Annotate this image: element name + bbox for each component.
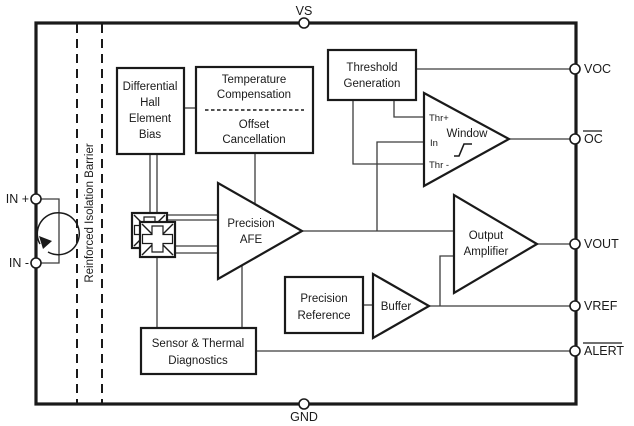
- output-amplifier-triangle: [452, 193, 540, 295]
- threshold-gen-label-2: Generation: [344, 78, 401, 90]
- output-amplifier: Output Amplifier: [452, 193, 540, 295]
- in-minus-pin-label: IN -: [9, 256, 29, 270]
- block-threshold-gen: Threshold Generation: [326, 48, 418, 102]
- sensor-diagnostics-label-2: Diagnostics: [168, 355, 228, 367]
- temp-comp-label-4: Cancellation: [222, 134, 285, 146]
- current-arc: [36, 211, 81, 256]
- hall-element-icon: [130, 211, 177, 259]
- vs-pin-label: VS: [296, 4, 313, 18]
- vref-pin: [569, 300, 581, 312]
- temp-comp-label-2: Compensation: [217, 89, 291, 101]
- gnd-pin-label: GND: [290, 410, 318, 424]
- isolation-barrier: Reinforced Isolation Barrier: [76, 24, 103, 403]
- precision-afe-triangle: [216, 181, 305, 281]
- hall-bias-label-2: Hall: [140, 97, 160, 109]
- precision-reference-label-1: Precision: [300, 293, 347, 305]
- wire-threshold-thrminus: [352, 100, 424, 165]
- block-precision-reference: Precision Reference: [283, 275, 365, 335]
- threshold-gen-label-1: Threshold: [346, 62, 397, 74]
- window-input-thr-plus: Thr+: [429, 113, 449, 124]
- vout-pin: [569, 238, 581, 250]
- in-plus-pin-label: IN +: [6, 192, 29, 206]
- sensor-diagnostics-label-1: Sensor & Thermal: [152, 338, 244, 350]
- window-comparator-triangle: [422, 91, 512, 188]
- threshold-gen-box: [326, 48, 418, 102]
- hysteresis-icon: [454, 143, 472, 157]
- precision-afe-label-1: Precision: [227, 218, 274, 230]
- sensor-diagnostics-box: [139, 326, 258, 376]
- buffer-label: Buffer: [381, 301, 412, 313]
- buffer: Buffer: [371, 272, 432, 340]
- hall-bias-label-1: Differential: [123, 81, 178, 93]
- hall-bias-box: [115, 66, 186, 156]
- block-hall-bias: Differential Hall Element Bias: [115, 66, 186, 156]
- isolation-barrier-label: Reinforced Isolation Barrier: [84, 143, 96, 283]
- output-amplifier-label-1: Output: [469, 230, 504, 242]
- precision-reference-label-2: Reference: [297, 310, 350, 322]
- window-comparator: Thr+ In Thr - Window: [422, 91, 512, 188]
- hall-bias-label-3: Element: [129, 113, 172, 125]
- alert-pin: [569, 345, 581, 357]
- vout-pin-label: VOUT: [584, 237, 619, 251]
- hall-plate-front: [138, 220, 177, 259]
- wire-threshold-thrplus: [393, 100, 424, 118]
- pins: VS GND IN + IN - VOC OC VOUT VREF ALERT: [6, 4, 625, 424]
- wire-vref-outputamp: [439, 255, 454, 306]
- temp-comp-label-1: Temperature: [222, 74, 287, 86]
- voc-pin-label: VOC: [584, 62, 611, 76]
- current-arrow-icon: [39, 236, 52, 249]
- window-input-thr-minus: Thr -: [429, 160, 449, 171]
- hall-bias-label-4: Bias: [139, 129, 162, 141]
- precision-reference-box: [283, 275, 365, 335]
- voc-pin: [569, 63, 581, 75]
- precision-afe-label-2: AFE: [240, 234, 263, 246]
- oc-pin: [569, 133, 581, 145]
- alert-pin-label: ALERT: [584, 344, 624, 358]
- vref-pin-label: VREF: [584, 299, 618, 313]
- gnd-pin: [298, 398, 310, 410]
- window-comparator-label: Window: [447, 128, 489, 140]
- buffer-triangle: [371, 272, 432, 340]
- current-direction-symbol: [36, 211, 81, 256]
- wires: [36, 68, 575, 352]
- output-amplifier-label-2: Amplifier: [464, 246, 509, 258]
- window-input-in: In: [430, 138, 438, 149]
- temp-comp-label-3: Offset: [239, 119, 270, 131]
- block-sensor-diagnostics: Sensor & Thermal Diagnostics: [139, 326, 258, 376]
- oc-pin-label: OC: [584, 132, 603, 146]
- wire-afe-window-in: [376, 141, 424, 231]
- precision-afe: Precision AFE: [216, 181, 305, 281]
- in-minus-pin: [30, 257, 42, 269]
- block-temp-comp: Temperature Compensation Offset Cancella…: [194, 65, 315, 155]
- wire-input-loop: [36, 198, 60, 264]
- in-plus-pin: [30, 193, 42, 205]
- hall-front-cross: [141, 225, 174, 253]
- vs-pin: [298, 17, 310, 29]
